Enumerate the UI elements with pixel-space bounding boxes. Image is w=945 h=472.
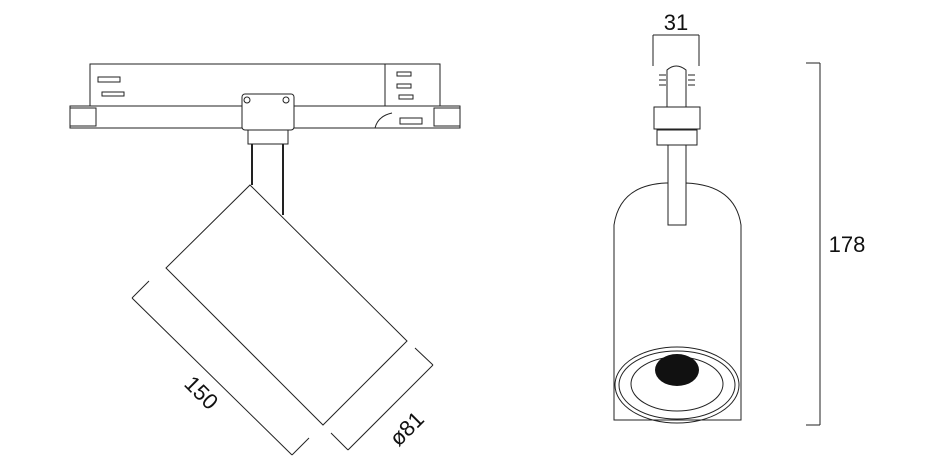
width-dimension-label: 31 <box>664 10 688 35</box>
length-dimension <box>131 280 310 456</box>
diameter-dimension <box>330 347 434 451</box>
lens <box>655 354 699 386</box>
tilted-lamp-body <box>165 184 408 426</box>
length-dimension-label: 150 <box>179 371 223 415</box>
front-view <box>613 65 742 424</box>
diameter-dimension-label: ø81 <box>384 406 428 450</box>
width-dimension <box>652 34 700 66</box>
height-dimension-label: 178 <box>829 232 866 257</box>
track-adapter-side <box>69 63 461 215</box>
height-dimension <box>806 62 821 426</box>
